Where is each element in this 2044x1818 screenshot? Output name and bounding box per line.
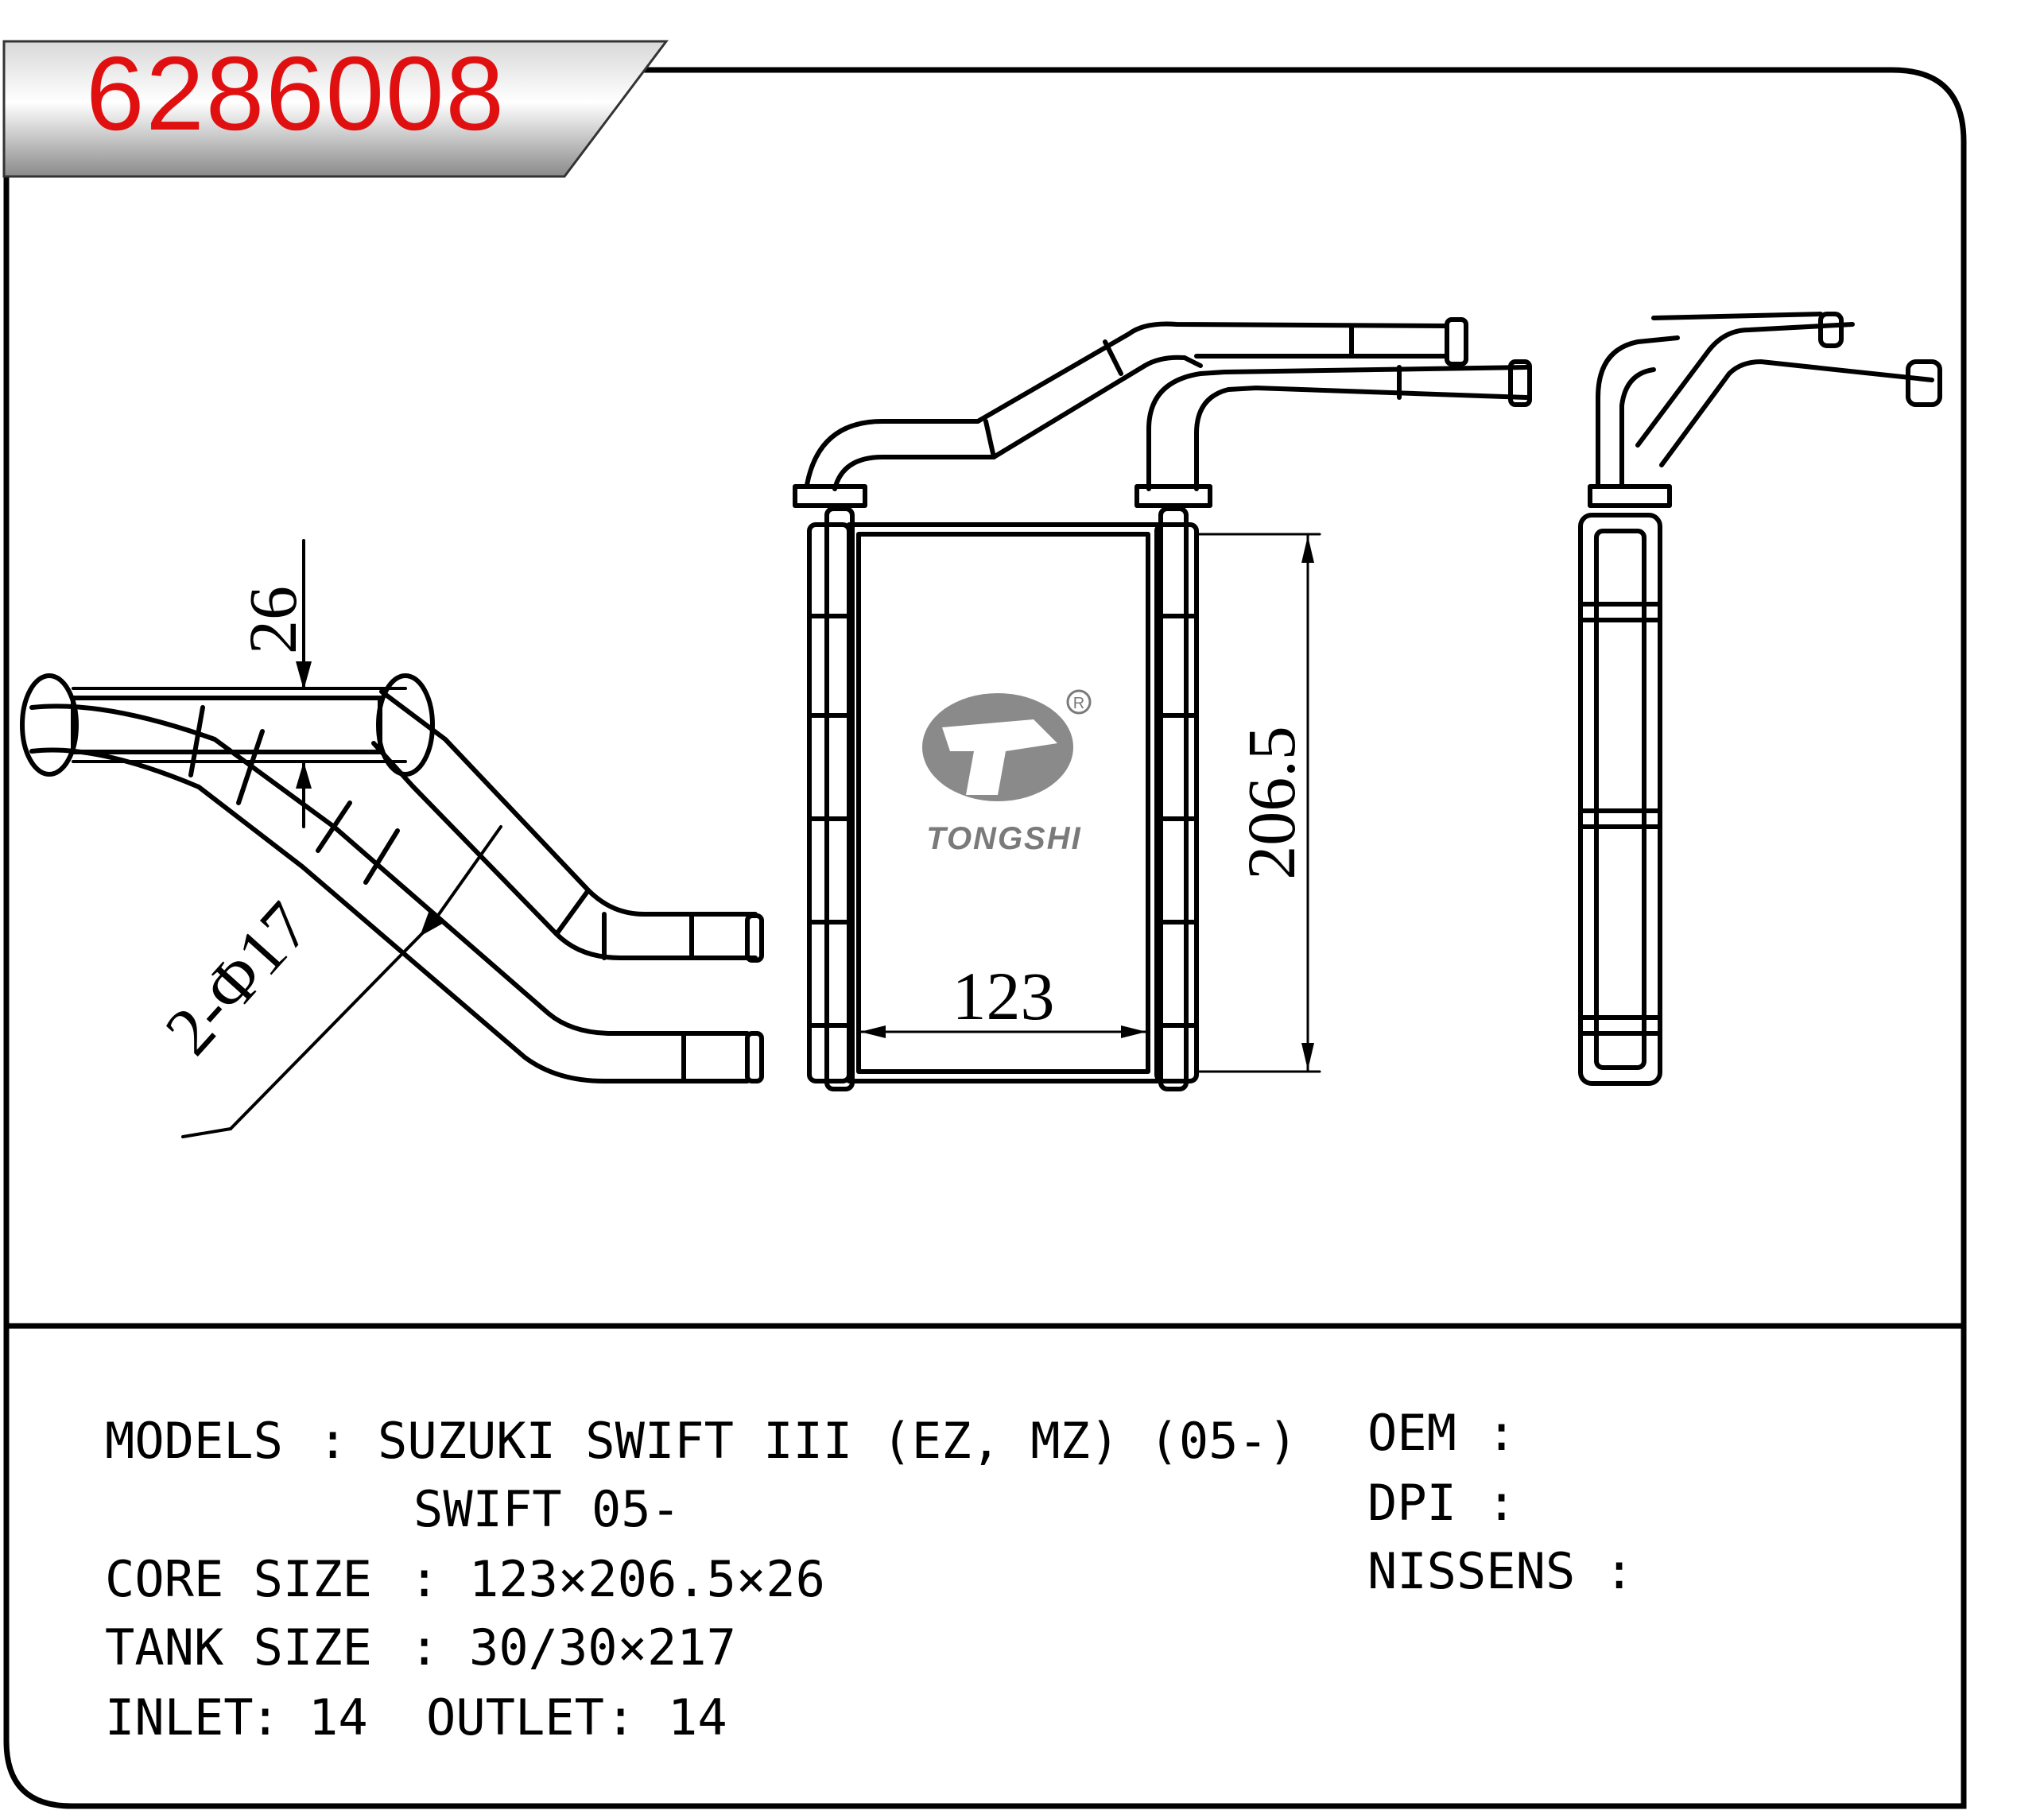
outlet-label: OUTLET [426, 1688, 604, 1746]
core-size-value: 123×206.5×26 [469, 1550, 825, 1608]
dim-depth: 26 [235, 586, 311, 654]
side-view [20, 539, 764, 1138]
svg-text:R: R [1073, 695, 1084, 712]
models-line2: SWIFT 05- [413, 1480, 681, 1538]
models-label: MODELS [105, 1412, 283, 1470]
tank-size-value: 30/30×217 [469, 1618, 736, 1677]
inlet-label: INLET [105, 1688, 254, 1746]
tank-size-separator: : [409, 1618, 440, 1677]
title-banner [2, 40, 669, 178]
models-line1: SUZUKI SWIFT III (EZ, MZ) (05-) [378, 1412, 1298, 1470]
inlet-value: 14 [308, 1688, 368, 1746]
nissens-separator: : [1604, 1542, 1635, 1600]
dim-width: 123 [952, 958, 1055, 1034]
dpi-separator: : [1487, 1474, 1517, 1532]
models-separator: : [318, 1412, 348, 1470]
core-size-label: CORE SIZE [105, 1550, 372, 1608]
oem-label: OEM [1367, 1404, 1456, 1462]
outlet-value: 14 [668, 1688, 727, 1746]
oem-separator: : [1487, 1404, 1517, 1462]
brand-text: TONGSHI [926, 821, 1082, 856]
frame-border [3, 67, 1967, 1809]
core-size-separator: : [409, 1550, 440, 1608]
profile-view [1578, 312, 1942, 1086]
inlet-separator: : [250, 1688, 281, 1746]
part-number: 6286008 [86, 35, 506, 152]
tank-size-label: TANK SIZE [105, 1618, 372, 1677]
dim-pipe: 2-Φ17 [150, 888, 324, 1069]
brand-logo: R TONGSHI [922, 689, 1092, 856]
nissens-label: NISSENS [1367, 1542, 1576, 1600]
dpi-label: DPI [1367, 1474, 1456, 1532]
front-view [793, 317, 1532, 1091]
outlet-separator: : [606, 1688, 636, 1746]
dim-height: 206.5 [1233, 726, 1309, 880]
